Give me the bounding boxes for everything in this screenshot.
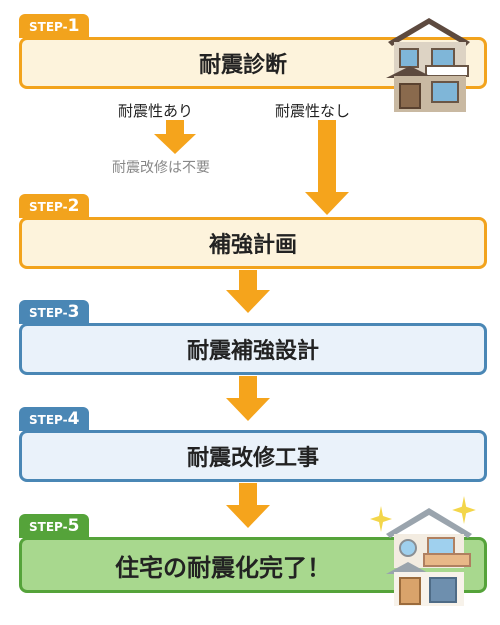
step-5-title: 住宅の耐震化完了！ bbox=[115, 553, 331, 582]
arrow-down-icon bbox=[154, 120, 196, 154]
branch-right-label: 耐震性なし bbox=[275, 102, 351, 120]
step-3-box: 耐震補強設計 bbox=[19, 323, 487, 375]
step-4-tab: STEP-4 bbox=[19, 407, 90, 431]
arrow-down-icon bbox=[305, 120, 349, 215]
branch-left-label: 耐震性あり bbox=[118, 102, 194, 120]
step-2-box: 補強計画 bbox=[19, 217, 487, 269]
new-house-icon bbox=[386, 508, 472, 606]
sparkle-icon bbox=[452, 496, 476, 524]
arrow-down-icon bbox=[226, 483, 270, 528]
step-4-box: 耐震改修工事 bbox=[19, 430, 487, 482]
house-icon bbox=[386, 18, 470, 112]
step-4-title: 耐震改修工事 bbox=[186, 446, 319, 471]
branch-left-result: 耐震改修は不要 bbox=[112, 160, 210, 176]
step-1-tab: STEP-1 bbox=[19, 14, 90, 38]
step-2-tab: STEP-2 bbox=[19, 194, 90, 218]
step-2-title: 補強計画 bbox=[208, 233, 297, 258]
step-3-tab: STEP-3 bbox=[19, 300, 90, 324]
step-3-title: 耐震補強設計 bbox=[186, 339, 319, 364]
arrow-down-icon bbox=[226, 270, 270, 313]
sparkle-icon bbox=[370, 506, 392, 532]
step-5-tab: STEP-5 bbox=[19, 514, 90, 538]
arrow-down-icon bbox=[226, 376, 270, 421]
step-1-title: 耐震診断 bbox=[198, 53, 287, 78]
